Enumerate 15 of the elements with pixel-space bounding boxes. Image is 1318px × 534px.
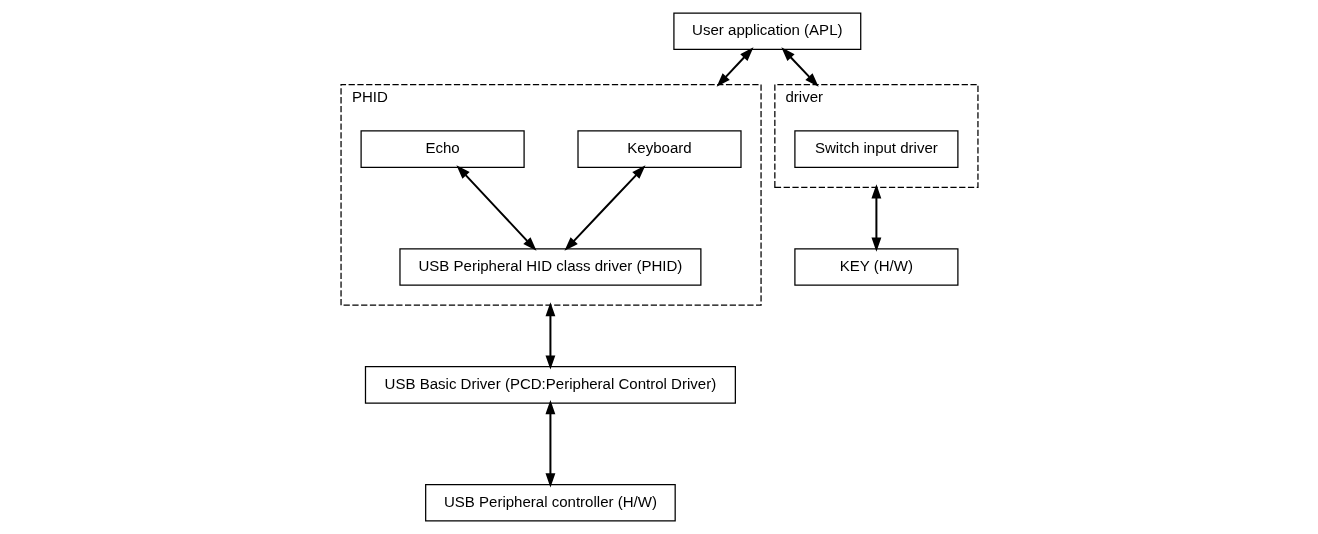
arrow: [780, 47, 819, 87]
node-box: Switch input driver: [793, 130, 958, 168]
node-box: USB Basic Driver (PCD:Peripheral Control Driver): [364, 366, 736, 404]
node-box: Keyboard: [576, 130, 742, 168]
arrow: [564, 165, 645, 251]
node-box: USB Peripheral controller (H/W): [424, 483, 676, 522]
node-box: KEY (H/W): [793, 248, 958, 286]
arrow: [716, 47, 753, 87]
arrow: [455, 165, 537, 251]
arrow: [545, 302, 555, 370]
arrow: [870, 184, 881, 252]
node-box: User application (APL): [672, 12, 861, 51]
arrow: [545, 400, 555, 488]
node-box: USB Peripheral HID class driver (PHID): [398, 248, 701, 286]
node-box: Echo: [360, 130, 525, 168]
